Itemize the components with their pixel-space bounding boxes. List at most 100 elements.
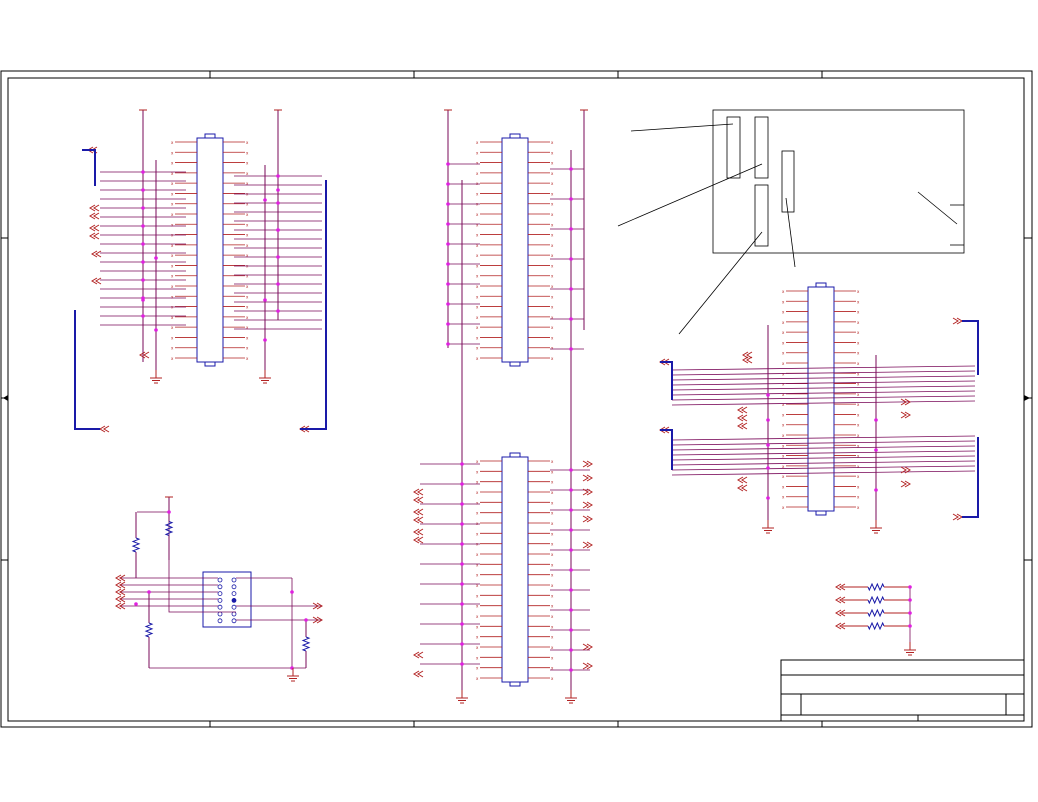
pin-marker: x	[551, 542, 554, 547]
title-block-outline	[780, 659, 1025, 722]
arrow-chevron	[413, 488, 420, 496]
pin-marker: x	[857, 433, 860, 438]
pin-marker: x	[171, 274, 174, 279]
connector-outline	[196, 137, 224, 363]
pin-marker: x	[476, 480, 479, 485]
resistor-zigzag	[867, 582, 885, 592]
junction-dot	[569, 568, 573, 572]
arrow-chevron	[952, 513, 959, 521]
arrow-chevron	[900, 398, 907, 406]
pin-marker: x	[551, 676, 554, 681]
header-pin	[217, 584, 223, 590]
pin-marker: x	[171, 284, 174, 289]
pin-marker: x	[782, 361, 785, 366]
resistor	[301, 620, 311, 668]
resistor-network	[835, 582, 912, 642]
pin-marker: x	[857, 402, 860, 407]
connector-key	[509, 361, 521, 367]
pin-marker: x	[246, 243, 249, 248]
port-arrow	[737, 422, 748, 430]
pin-marker: x	[171, 222, 174, 227]
resistor	[842, 621, 910, 631]
arrow-chevron	[115, 602, 122, 610]
resistor	[131, 512, 141, 578]
junction-dot	[446, 162, 450, 166]
port-arrow	[312, 602, 323, 610]
junction-dot	[569, 227, 573, 231]
ground-symbol	[287, 668, 299, 682]
pin-marker: x	[476, 645, 479, 650]
junction-dot	[908, 598, 912, 602]
arrow-chevron	[586, 474, 593, 482]
port-arrow	[737, 406, 748, 414]
port-arrow	[582, 541, 593, 549]
pin-marker: x	[476, 233, 479, 238]
arrow-chevron	[900, 466, 907, 474]
port-arrow	[737, 414, 748, 422]
pin-marker: x	[782, 484, 785, 489]
pin-marker: x	[476, 469, 479, 474]
signal-wire	[671, 435, 976, 441]
arrow-chevron	[741, 414, 748, 422]
junction-dot	[569, 628, 573, 632]
port-arrow	[835, 622, 846, 630]
signal-wire	[671, 450, 976, 456]
junction-dot	[141, 298, 145, 302]
port-arrow	[413, 528, 424, 536]
arrow-chevron	[119, 574, 126, 582]
port-arrow	[115, 588, 126, 596]
pin-marker: x	[171, 161, 174, 166]
junction-dot	[167, 510, 171, 514]
arrow-chevron	[95, 250, 102, 258]
junction-dot	[460, 462, 464, 466]
pin-marker: x	[551, 346, 554, 351]
pin-marker: x	[551, 212, 554, 217]
signal-wire	[671, 385, 976, 391]
slot	[754, 116, 769, 179]
pin-marker: x	[171, 212, 174, 217]
junction-dot	[446, 322, 450, 326]
port-arrow	[952, 317, 963, 325]
mechanical-outline	[617, 109, 965, 335]
port-arrow	[582, 515, 593, 523]
header-pin	[231, 577, 237, 583]
pin-marker: x	[476, 593, 479, 598]
pin-marker: x	[476, 459, 479, 464]
arrow-chevron	[115, 588, 122, 596]
signal-wire	[671, 370, 976, 376]
port-arrow	[89, 212, 100, 220]
bus	[74, 310, 100, 430]
arrow-chevron	[115, 595, 122, 603]
pin-marker: x	[551, 511, 554, 516]
pin-marker: x	[782, 454, 785, 459]
port-arrow	[952, 513, 963, 521]
pin-marker: x	[171, 253, 174, 258]
connector-key	[509, 133, 521, 139]
connector-key	[815, 510, 827, 516]
pin-marker: x	[551, 233, 554, 238]
arrow-chevron	[413, 508, 420, 516]
arrow-chevron	[89, 204, 96, 212]
arrow-chevron	[582, 643, 589, 651]
pin-marker: x	[551, 500, 554, 505]
pin-marker: x	[246, 140, 249, 145]
arrow-chevron	[582, 662, 589, 670]
frame-center-marker	[1024, 395, 1030, 401]
port-arrow	[742, 356, 753, 364]
pin-marker: x	[857, 289, 860, 294]
pin-marker: x	[782, 464, 785, 469]
pin-marker: x	[857, 382, 860, 387]
pin-marker: x	[476, 191, 479, 196]
bus-lines	[74, 149, 979, 518]
port-arrow	[582, 662, 593, 670]
bus	[660, 361, 673, 400]
pin-marker: x	[476, 346, 479, 351]
junction-dot	[446, 342, 450, 346]
pin-marker: x	[171, 191, 174, 196]
ground-symbols	[150, 370, 916, 704]
signal-wire	[671, 460, 976, 466]
pin-marker: x	[246, 305, 249, 310]
header-block	[115, 497, 323, 670]
signal-wire	[671, 380, 976, 386]
